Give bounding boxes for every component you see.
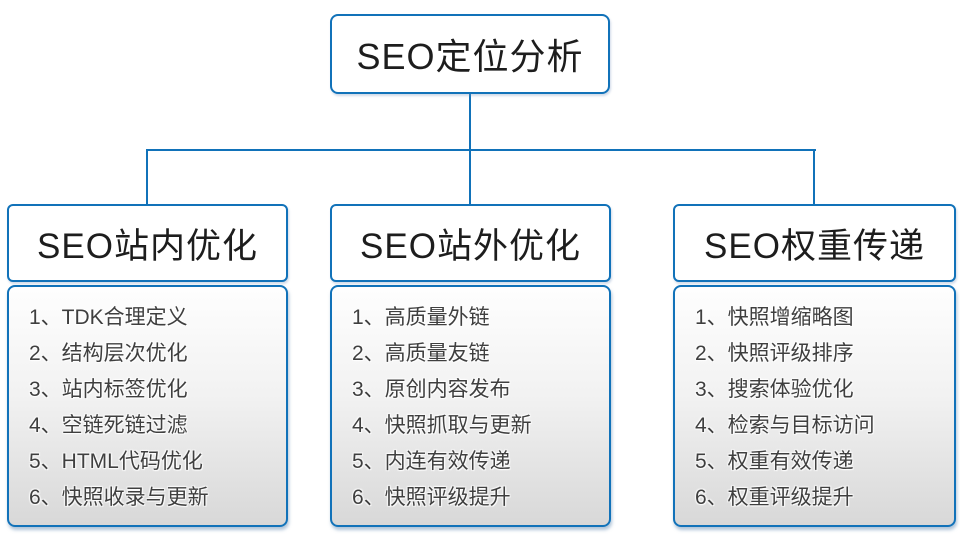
branch-title: SEO权重传递 (704, 226, 925, 266)
branch-column-weight: SEO权重传递 1、快照增缩略图 2、快照评级排序 3、搜索体验优化 4、检索与… (673, 204, 956, 527)
connector-horizontal-rail (146, 149, 816, 151)
list-item: 1、高质量外链 (352, 306, 490, 329)
root-node: SEO定位分析 (330, 14, 610, 94)
list-item: 2、结构层次优化 (29, 342, 188, 365)
branch-header-offsite: SEO站外优化 (330, 204, 611, 282)
branch-column-offsite: SEO站外优化 1、高质量外链 2、高质量友链 3、原创内容发布 4、快照抓取与… (330, 204, 611, 527)
list-item: 5、内连有效传递 (352, 450, 511, 473)
list-item: 4、快照抓取与更新 (352, 414, 532, 437)
list-item: 2、快照评级排序 (695, 342, 854, 365)
list-item: 6、权重评级提升 (695, 486, 854, 509)
branch-list-onsite: 1、TDK合理定义 2、结构层次优化 3、站内标签优化 4、空链死链过滤 5、H… (7, 285, 288, 527)
branch-header-weight: SEO权重传递 (673, 204, 956, 282)
list-item: 3、原创内容发布 (352, 378, 511, 401)
list-item: 3、站内标签优化 (29, 378, 188, 401)
list-item: 5、权重有效传递 (695, 450, 854, 473)
list-item: 4、空链死链过滤 (29, 414, 188, 437)
connector-drop-left (146, 149, 148, 205)
list-item: 6、快照评级提升 (352, 486, 511, 509)
list-item: 3、搜索体验优化 (695, 378, 854, 401)
branch-list-offsite: 1、高质量外链 2、高质量友链 3、原创内容发布 4、快照抓取与更新 5、内连有… (330, 285, 611, 527)
branch-title: SEO站内优化 (37, 226, 258, 266)
list-item: 2、高质量友链 (352, 342, 490, 365)
branch-header-onsite: SEO站内优化 (7, 204, 288, 282)
connector-drop-right (813, 149, 815, 205)
list-item: 1、TDK合理定义 (29, 306, 188, 329)
list-item: 5、HTML代码优化 (29, 450, 203, 473)
branch-list-weight: 1、快照增缩略图 2、快照评级排序 3、搜索体验优化 4、检索与目标访问 5、权… (673, 285, 956, 527)
list-item: 6、快照收录与更新 (29, 486, 209, 509)
branch-column-onsite: SEO站内优化 1、TDK合理定义 2、结构层次优化 3、站内标签优化 4、空链… (7, 204, 288, 527)
branch-title: SEO站外优化 (360, 226, 581, 266)
list-item: 4、检索与目标访问 (695, 414, 875, 437)
root-node-label: SEO定位分析 (356, 36, 584, 77)
list-item: 1、快照增缩略图 (695, 306, 854, 329)
